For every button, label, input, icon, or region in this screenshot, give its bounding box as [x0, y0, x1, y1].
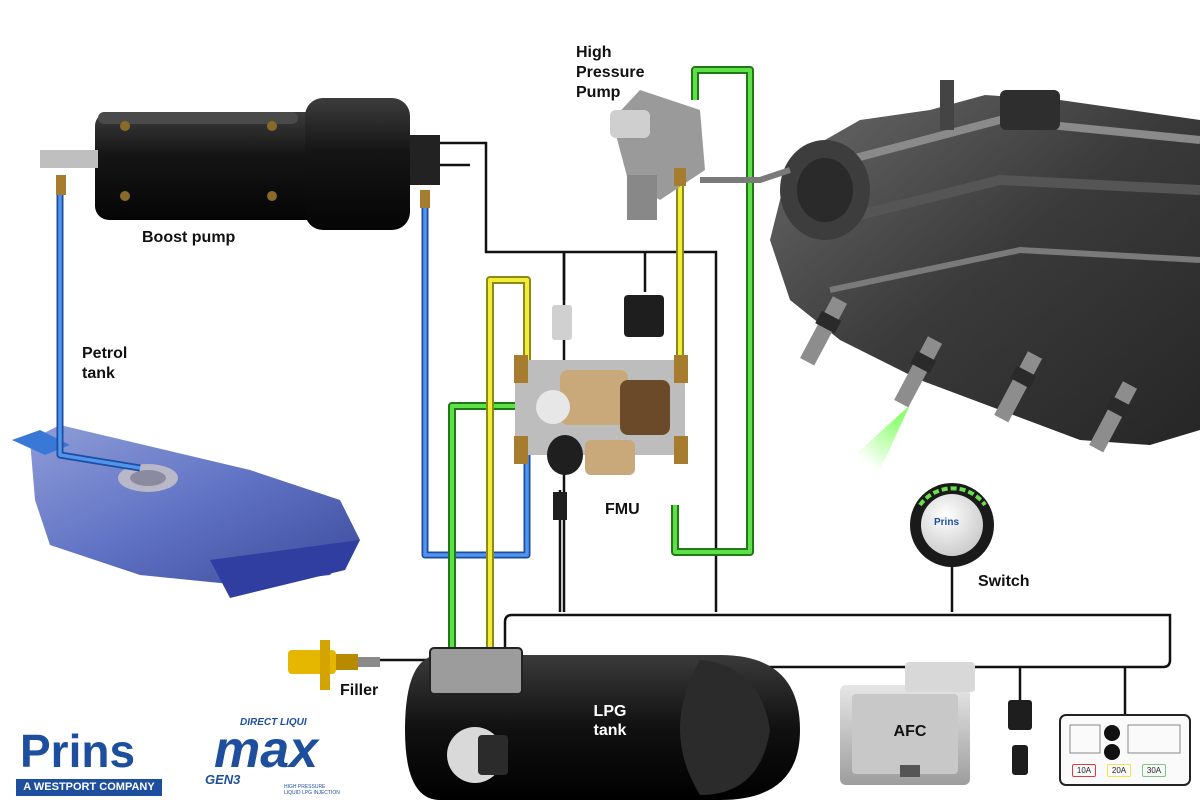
max-logo-gen: GEN3	[205, 772, 241, 787]
lpg-tank-body	[405, 647, 800, 800]
fmu-unit	[514, 295, 688, 520]
filler-valve	[288, 640, 380, 690]
lpg-supply-line	[486, 175, 684, 655]
boost-pump	[40, 98, 440, 230]
petrol-tank	[12, 425, 360, 598]
petrol-tank-label: Petrol tank	[82, 345, 128, 382]
afc-label: AFC	[893, 723, 927, 740]
max-logo-top: DIRECT LIQUI	[240, 717, 307, 728]
petrol-lines	[56, 180, 531, 559]
prins-logo: Prins	[20, 725, 136, 777]
prins-logo-subtitle: A WESTPORT COMPANY	[16, 779, 162, 796]
max-logo: max	[214, 721, 319, 779]
fuse-30a: 30A	[1142, 764, 1166, 777]
fuse-10a: 10A	[1072, 764, 1096, 777]
switch-device	[910, 483, 994, 567]
fuse-20a: 20A	[1107, 764, 1131, 777]
lpg-tank-label: LPG tank	[593, 703, 627, 739]
high-pressure-pump	[610, 90, 791, 220]
afc-connector	[1008, 700, 1032, 775]
high-pressure-pump-label: High Pressure Pump	[576, 44, 645, 101]
max-logo-tagline: HIGH PRESSURE LIQUID LPG INJECTION	[284, 784, 340, 796]
intake-manifold	[770, 80, 1200, 445]
lpg-return-line	[448, 66, 754, 655]
fmu-label: FMU	[605, 501, 640, 518]
boost-pump-label: Boost pump	[142, 229, 236, 246]
filler-label: Filler	[340, 682, 379, 699]
switch-label: Switch	[978, 573, 1030, 590]
relay-fuse-box	[1059, 714, 1191, 786]
switch-logo: Prins	[934, 517, 960, 528]
afc-unit	[840, 662, 975, 785]
injectors	[800, 296, 1138, 453]
injector-spray	[855, 405, 910, 470]
